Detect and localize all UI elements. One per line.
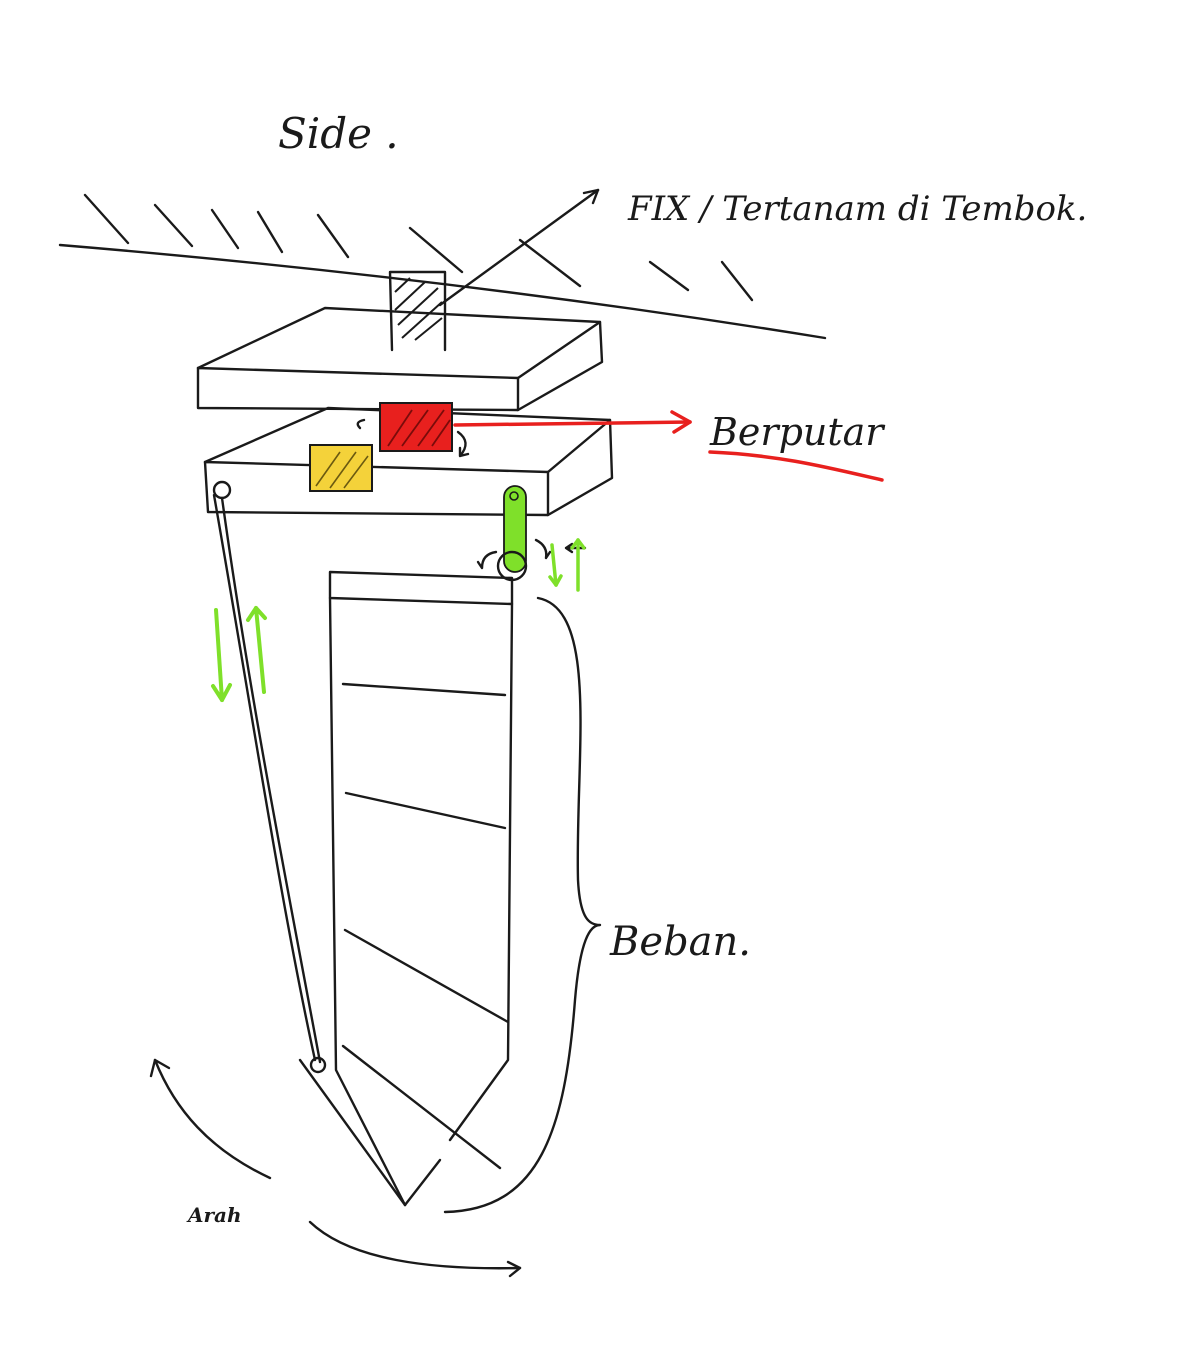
fix-label: FIX / Tertanam di Tembok. [627,189,1087,229]
wall-line [58,243,827,340]
load-label: Beban. [609,919,751,965]
rope-updown-arrows [211,606,267,702]
rotate-arrow [453,410,692,434]
lever-updown-arrows [548,538,586,592]
direction-label: Arah [186,1203,242,1227]
side-view-label: Side . [278,109,399,158]
wall-hatching [83,193,754,302]
wall-anchor [388,270,447,352]
hanging-load [328,570,514,1207]
direction-arc [149,1058,522,1278]
rotate-label-underline [708,450,884,482]
rope [212,493,407,1207]
fix-pointer-arrow [438,188,600,307]
left-pivot [212,480,232,500]
wall [58,193,827,340]
green-lever [476,485,587,582]
yellow-block [309,444,373,492]
load-brace [443,596,602,1214]
lower-plate [203,406,614,517]
top-plate [196,306,604,412]
rotating-block [356,402,470,458]
rotate-label: Berputar [709,410,886,454]
